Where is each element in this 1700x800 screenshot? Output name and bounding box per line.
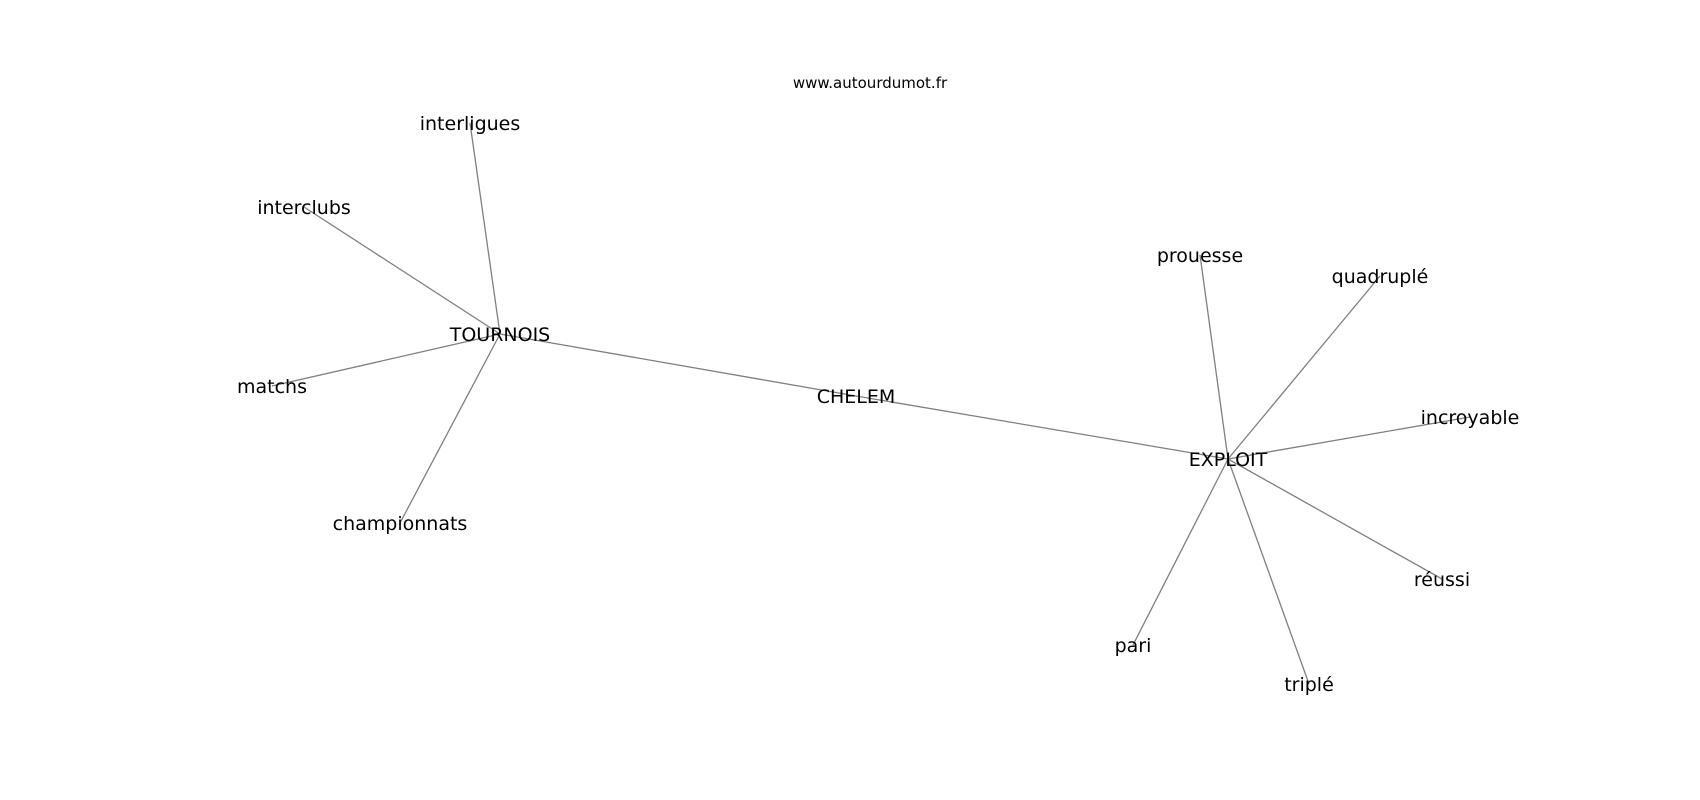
node-interligues: interligues <box>420 113 521 135</box>
edge-chelem-tournois <box>499 333 857 397</box>
edge-exploit-prouesse <box>1199 254 1229 460</box>
node-interclubs: interclubs <box>257 197 351 219</box>
node-tournois: TOURNOIS <box>449 324 551 346</box>
edge-exploit-incroyable <box>1227 416 1471 460</box>
edge-chelem-exploit <box>855 395 1229 460</box>
node-incroyable: incroyable <box>1421 407 1520 429</box>
edge-exploit-pari <box>1132 458 1229 646</box>
node-pari: pari <box>1115 635 1152 657</box>
edge-tournois-interclubs <box>303 206 501 335</box>
node-championnats: championnats <box>333 513 468 535</box>
edge-tournois-championnats <box>399 333 501 524</box>
edges-layer <box>271 122 1471 685</box>
node-reussi: réussi <box>1414 569 1470 591</box>
edge-tournois-interligues <box>469 122 501 335</box>
node-triple: triplé <box>1284 674 1334 696</box>
nodes-layer: CHELEM TOURNOIS EXPLOIT interligues interclu… <box>237 113 1519 696</box>
node-quadruple: quadruplé <box>1332 266 1429 288</box>
edge-exploit-reussi <box>1227 458 1443 580</box>
node-prouesse: prouesse <box>1157 245 1243 267</box>
node-chelem: CHELEM <box>817 386 896 408</box>
node-exploit: EXPLOIT <box>1189 449 1268 471</box>
edge-tournois-matchs <box>271 333 501 387</box>
source-watermark: www.autourdumot.fr <box>793 74 948 92</box>
edge-exploit-quadruple <box>1227 275 1381 460</box>
edge-exploit-triple <box>1227 458 1310 685</box>
node-matchs: matchs <box>237 376 307 398</box>
